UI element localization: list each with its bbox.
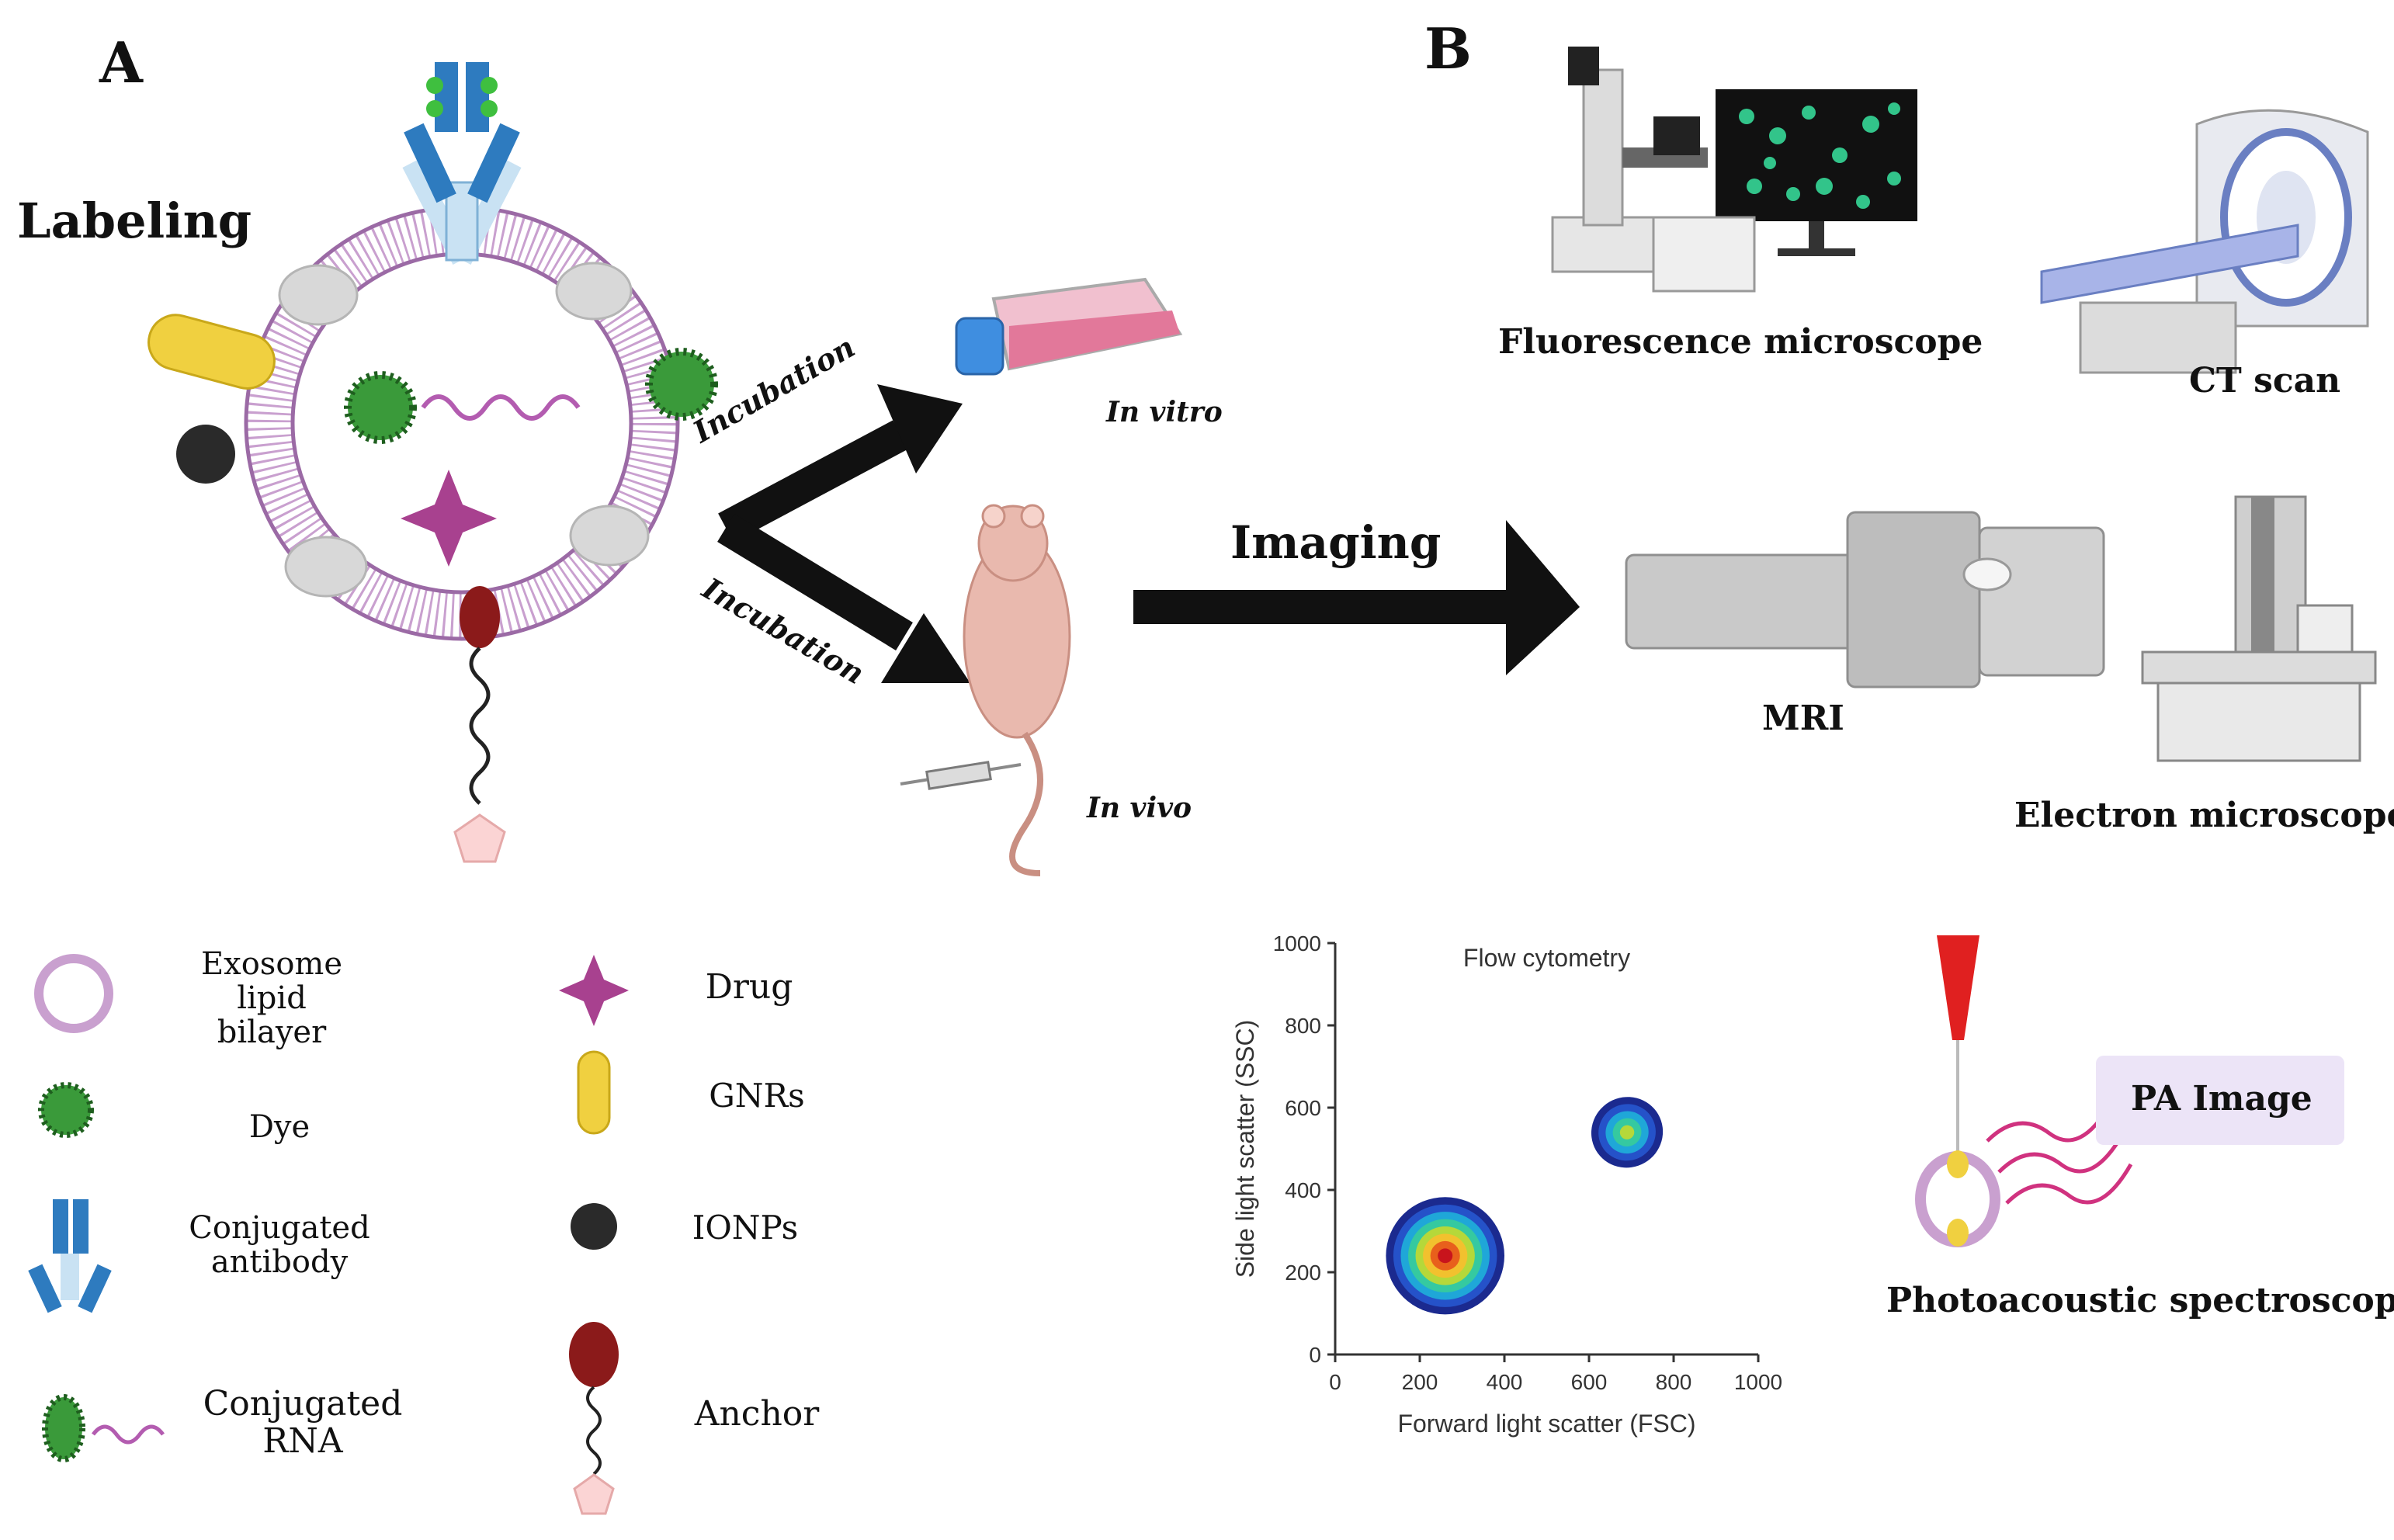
x-axis-label: Forward light scatter (FSC) (1397, 1410, 1695, 1438)
legend-antibody-line-2: antibody (210, 1244, 349, 1280)
cells-on-screen-icon (1739, 102, 1901, 209)
gnr-on-exosome-icon (147, 314, 276, 390)
mri-scanner-icon (1625, 511, 2105, 688)
legend-gnr-icon (577, 1050, 611, 1135)
y-tick-label: 800 (1285, 1014, 1321, 1038)
x-tick-label: 200 (1402, 1370, 1438, 1394)
electron-microscope-icon (2141, 495, 2377, 762)
rna-inside-icon (421, 394, 581, 421)
legend-ionp-icon (571, 1203, 617, 1250)
arrow-head-down-icon (881, 613, 970, 683)
ct-scanner-icon (2040, 109, 2369, 374)
legend-exosome-line-3: bilayer (217, 1015, 327, 1050)
legend-antibody-label: Conjugated antibody (186, 1211, 373, 1279)
legend-exosome-line-2: lipid (237, 980, 307, 1016)
density-level-0-7 (1438, 1248, 1453, 1264)
legend-dye-icon (38, 1082, 94, 1138)
syringe-icon (900, 761, 1022, 790)
pa-wave-1-icon (1986, 1101, 2114, 1143)
membrane-protein-icons (278, 262, 650, 598)
drug-inside-icon (401, 470, 497, 567)
x-tick-label: 600 (1571, 1370, 1608, 1394)
y-tick-label: 400 (1285, 1178, 1321, 1202)
legend-ionp-line-1: IONPs (692, 1209, 799, 1247)
pa-wave-2-icon (1997, 1132, 2125, 1174)
density-level-1-4 (1619, 1125, 1635, 1139)
in-vitro-label: In vitro (1106, 396, 1223, 428)
fluorescence-microscope-label: Fluorescence microscope (1498, 322, 1983, 362)
legend-anchor-label: Anchor (687, 1397, 827, 1431)
photoacoustic-diagram (1915, 935, 2344, 1247)
anchor-on-exosome-icon (453, 586, 506, 863)
incubation-arrows (717, 384, 970, 683)
ionp-on-exosome-icon (176, 425, 235, 484)
legend-conjugated-antibody-icon (28, 1199, 112, 1313)
pa-image-label: PA Image (2131, 1079, 2312, 1119)
legend-ionp-label: IONPs (679, 1211, 811, 1245)
legend-dye-label: Dye (186, 1110, 373, 1144)
electron-microscope-label: Electron microscope (2014, 796, 2394, 835)
culture-flask-icon (955, 277, 1183, 376)
legend-anchor-icon (569, 1322, 619, 1515)
x-tick-label: 800 (1656, 1370, 1692, 1394)
legend-drug-label: Drug (691, 970, 807, 1004)
panel-b-letter: B (1424, 16, 1472, 82)
arrow-head-up-icon (877, 384, 963, 473)
legend-icons (28, 954, 629, 1515)
in-vivo-label: In vivo (1087, 792, 1192, 824)
fluorescence-microscope-icon (1551, 47, 1917, 293)
legend-antibody-line-1: Conjugated (189, 1210, 370, 1246)
legend-rna-label: Conjugated RNA (202, 1386, 404, 1460)
legend-exosome-label: Exosome lipid bilayer (186, 947, 357, 1049)
photoacoustic-spectroscopy-label: Photoacoustic spectroscopy (1886, 1281, 2394, 1320)
imaging-arrow-head-icon (1506, 520, 1580, 675)
y-axis-label: Side light scatter (SSC) (1231, 1020, 1259, 1278)
imaging-label: Imaging (1230, 516, 1442, 569)
legend-exosome-line-1: Exosome (200, 946, 343, 982)
dye-inside-icon (344, 371, 417, 444)
antibody-on-exosome-icon (402, 62, 522, 265)
y-tick-label: 200 (1285, 1261, 1321, 1285)
legend-anchor-line-1: Anchor (694, 1394, 820, 1434)
mouse-icon (963, 504, 1071, 876)
legend-drug-line-1: Drug (705, 967, 793, 1007)
y-tick-label: 1000 (1273, 931, 1321, 956)
legend-dye-line-1: Dye (248, 1109, 311, 1145)
mri-label: MRI (1762, 699, 1844, 738)
legend-drug-icon (559, 955, 629, 1026)
legend-conjugated-rna-icon (42, 1394, 165, 1462)
laser-beam-icon (1937, 935, 1979, 1040)
ct-scan-label: CT scan (2189, 361, 2341, 401)
x-tick-label: 400 (1487, 1370, 1523, 1394)
pa-wave-3-icon (2005, 1163, 2133, 1205)
legend-gnr-line-1: GNRs (709, 1077, 805, 1115)
dye-outside-icon (645, 348, 718, 421)
pa-image-box (2096, 1056, 2344, 1145)
y-tick-label: 600 (1285, 1096, 1321, 1120)
legend-gnr-label: GNRs (691, 1079, 823, 1113)
imaging-arrow (1133, 520, 1580, 675)
legend-rna-line-2: RNA (262, 1421, 343, 1461)
legend-rna-line-1: Conjugated (203, 1384, 403, 1424)
y-tick-label: 0 (1309, 1343, 1321, 1367)
x-tick-label: 0 (1329, 1370, 1341, 1394)
x-tick-label: 1000 (1734, 1370, 1782, 1394)
labeling-title: Labeling (17, 192, 252, 249)
panel-a-letter: A (99, 29, 143, 95)
chart-title: Flow cytometry (1463, 944, 1630, 972)
legend-exosome-lipid-bilayer-icon (34, 954, 113, 1033)
exosome-diagram (147, 62, 718, 863)
